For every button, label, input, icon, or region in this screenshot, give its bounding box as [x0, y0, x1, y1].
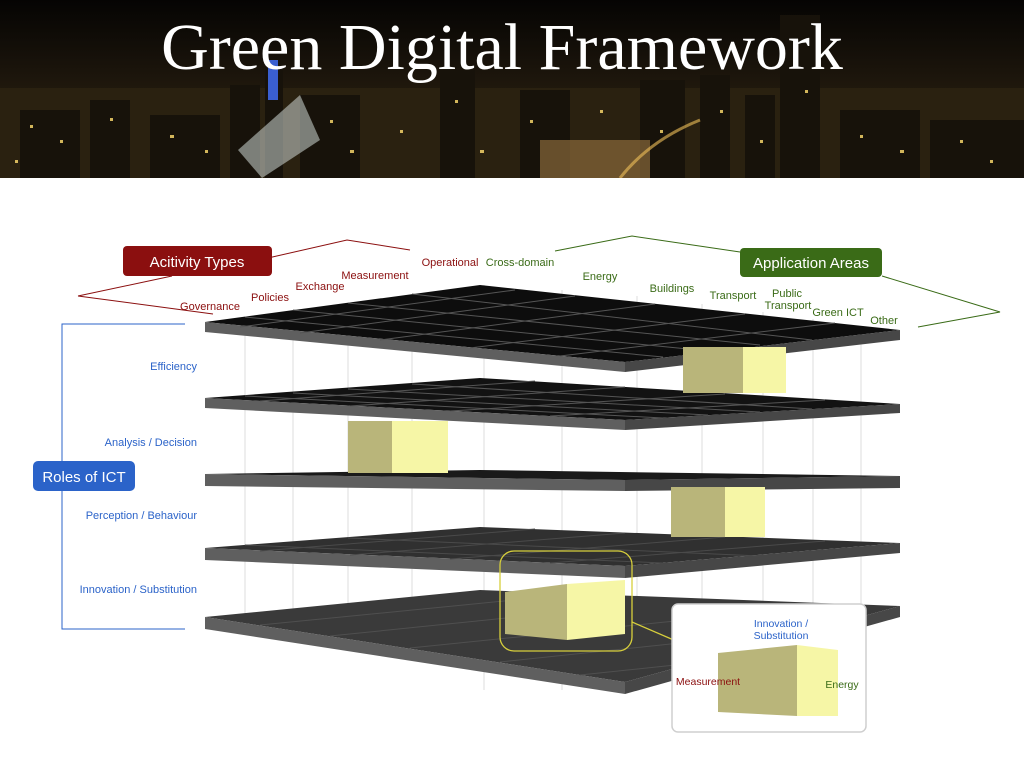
area-label-transport: Transport [710, 290, 757, 302]
area-label-public: Public [772, 288, 802, 300]
slide-title: Green Digital Framework [161, 11, 843, 84]
area-label-public-transport: Transport [765, 300, 812, 312]
role-label-innovation-substitution: Innovation / Substitution [80, 584, 197, 596]
cube-detail-inset: Innovation / Substitution Measurement En… [671, 603, 867, 733]
activity-label-governance: Governance [180, 301, 240, 313]
activity-types-bracket: Acitivity Types [77, 239, 411, 315]
activity-label-operational: Operational [422, 257, 479, 269]
cube-efficiency-transport [683, 347, 786, 393]
area-label-energy: Energy [583, 271, 618, 283]
area-label-cross-domain: Cross-domain [486, 257, 554, 269]
roles-of-ict-bracket: Roles of ICT [33, 323, 185, 630]
role-label-perception-behaviour: Perception / Behaviour [86, 510, 198, 522]
inset-role-line2: Substitution [754, 630, 809, 642]
green-digital-framework-diagram: Acitivity Types Application Areas Roles … [33, 235, 1001, 733]
application-areas-header: Application Areas [753, 255, 869, 272]
city-skyline-banner: Green Digital Framework [0, 0, 1024, 178]
cube-innovation-energy [499, 550, 677, 652]
activity-label-policies: Policies [251, 292, 289, 304]
activity-types-header-box [123, 246, 272, 276]
role-label-analysis-decision: Analysis / Decision [105, 437, 197, 449]
role-label-efficiency: Efficiency [150, 361, 197, 373]
cube-perception-buildings [671, 487, 765, 537]
roles-of-ict-header: Roles of ICT [42, 469, 125, 486]
layer-perception-behaviour [205, 470, 900, 491]
activity-label-exchange: Exchange [296, 281, 345, 293]
inset-area-label: Energy [825, 679, 859, 691]
activity-types-header: Acitivity Types [150, 254, 245, 271]
highlight-rounded-frame [499, 550, 633, 652]
application-areas-bracket: Application Areas [554, 235, 1001, 328]
inset-activity-label: Measurement [676, 676, 740, 688]
activity-label-measurement: Measurement [341, 270, 408, 282]
area-label-green-ict: Green ICT [812, 307, 864, 319]
area-label-buildings: Buildings [650, 283, 695, 295]
layer-innovation-substitution-upper [205, 527, 900, 578]
inset-role-line1: Innovation / [754, 618, 808, 630]
skyline-graphic [0, 0, 1024, 178]
area-label-other: Other [870, 315, 898, 327]
application-areas-header-box [740, 248, 882, 277]
layer-analysis-decision [205, 378, 900, 430]
cube-analysis-measurement [348, 421, 448, 473]
roles-of-ict-header-box [33, 461, 135, 491]
